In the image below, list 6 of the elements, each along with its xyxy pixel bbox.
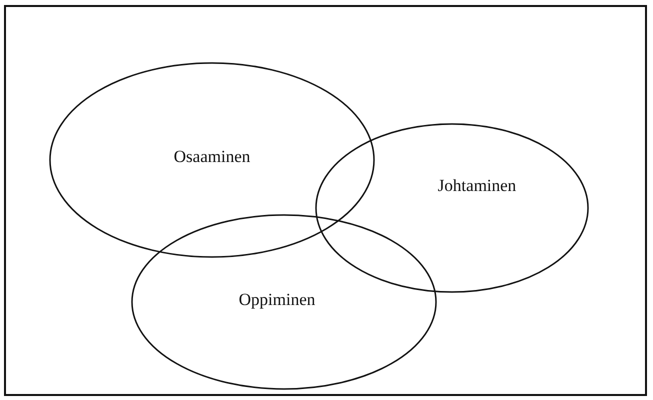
venn-ellipse [49,62,375,258]
set-label: Johtaminen [438,176,516,196]
set-label: Oppiminen [238,290,316,310]
set-label: Osaaminen [174,147,250,167]
venn-ellipse [131,214,437,390]
venn-ellipse [315,123,589,293]
